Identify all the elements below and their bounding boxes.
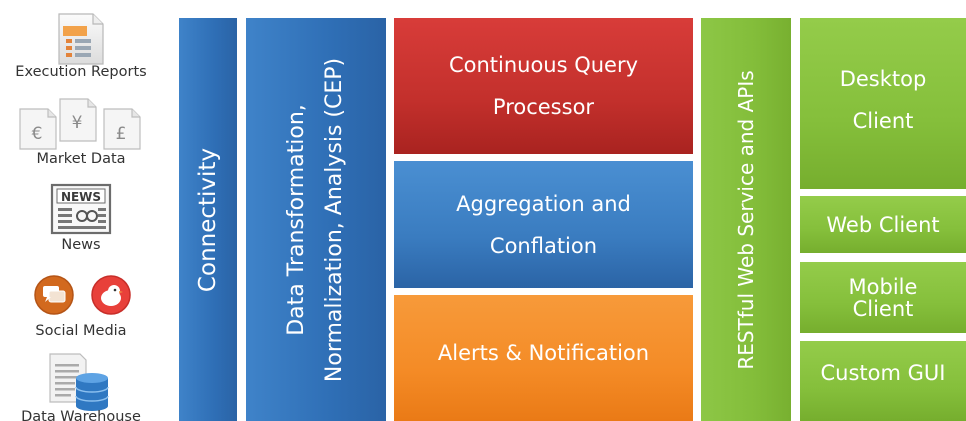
aggregation-label-line2: Conflation: [489, 233, 598, 258]
mobile-client-label: Mobile Client: [800, 262, 966, 333]
currency-documents-icon: € ¥ £: [19, 98, 141, 150]
connectivity-layer: Connectivity: [179, 18, 237, 421]
desktop-label-line2: Client: [852, 109, 914, 133]
mobile-label-line1: Mobile: [848, 274, 918, 299]
database-icon: [49, 353, 109, 411]
transformation-label: Data Transformation, Normalization, Anal…: [278, 57, 354, 381]
source-social-media: Social Media: [0, 266, 162, 346]
execution-reports-label: Execution Reports: [15, 64, 147, 80]
web-client-block: Web Client: [800, 196, 966, 253]
pound-symbol: £: [116, 124, 127, 144]
connectivity-label: Connectivity: [195, 147, 221, 292]
web-client-label: Web Client: [826, 212, 940, 237]
custom-gui-block: Custom GUI: [800, 341, 966, 421]
alerts-label: Alerts & Notification: [437, 341, 650, 365]
desktop-client-label: Desktop Client: [800, 18, 966, 189]
cqp-label: Continuous Query Processor: [394, 18, 693, 154]
bird-icon: [91, 275, 131, 315]
restful-api-layer: RESTful Web Service and APIs: [701, 18, 791, 421]
yen-symbol: ¥: [72, 113, 83, 133]
data-warehouse-label: Data Warehouse: [21, 409, 141, 421]
mobile-label-line2: Client: [852, 296, 914, 321]
alerts-notification-block: Alerts & Notification: [394, 295, 693, 421]
aggregation-label: Aggregation and Conflation: [394, 161, 693, 288]
newspaper-icon: NEWS: [50, 183, 112, 235]
continuous-query-processor-block: Continuous Query Processor: [394, 18, 693, 154]
market-data-label: Market Data: [36, 151, 126, 167]
source-data-warehouse: Data Warehouse: [0, 346, 162, 421]
restful-label: RESTful Web Service and APIs: [734, 69, 758, 370]
transformation-label-line1: Data Transformation,: [284, 103, 309, 336]
transformation-layer: Data Transformation, Normalization, Anal…: [246, 18, 386, 421]
aggregation-label-line1: Aggregation and: [456, 191, 631, 216]
news-label: News: [61, 237, 101, 253]
report-icon: [58, 13, 104, 65]
cqp-label-line2: Processor: [492, 95, 595, 119]
cqp-label-line1: Continuous Query: [448, 53, 639, 77]
desktop-client-block: Desktop Client: [800, 18, 966, 189]
source-news: NEWS News: [0, 178, 162, 260]
chat-bubble-icon: [34, 275, 74, 315]
news-badge-text: NEWS: [61, 190, 101, 204]
aggregation-conflation-block: Aggregation and Conflation: [394, 161, 693, 288]
transformation-label-line2: Normalization, Analysis (CEP): [322, 57, 347, 382]
mobile-client-block: Mobile Client: [800, 262, 966, 333]
euro-symbol: €: [32, 124, 43, 144]
custom-gui-label: Custom GUI: [820, 361, 946, 385]
social-media-label: Social Media: [35, 323, 127, 339]
source-market-data: € ¥ £ Market Data: [0, 90, 162, 176]
source-execution-reports: Execution Reports: [0, 0, 162, 88]
desktop-label-line1: Desktop: [839, 67, 927, 91]
